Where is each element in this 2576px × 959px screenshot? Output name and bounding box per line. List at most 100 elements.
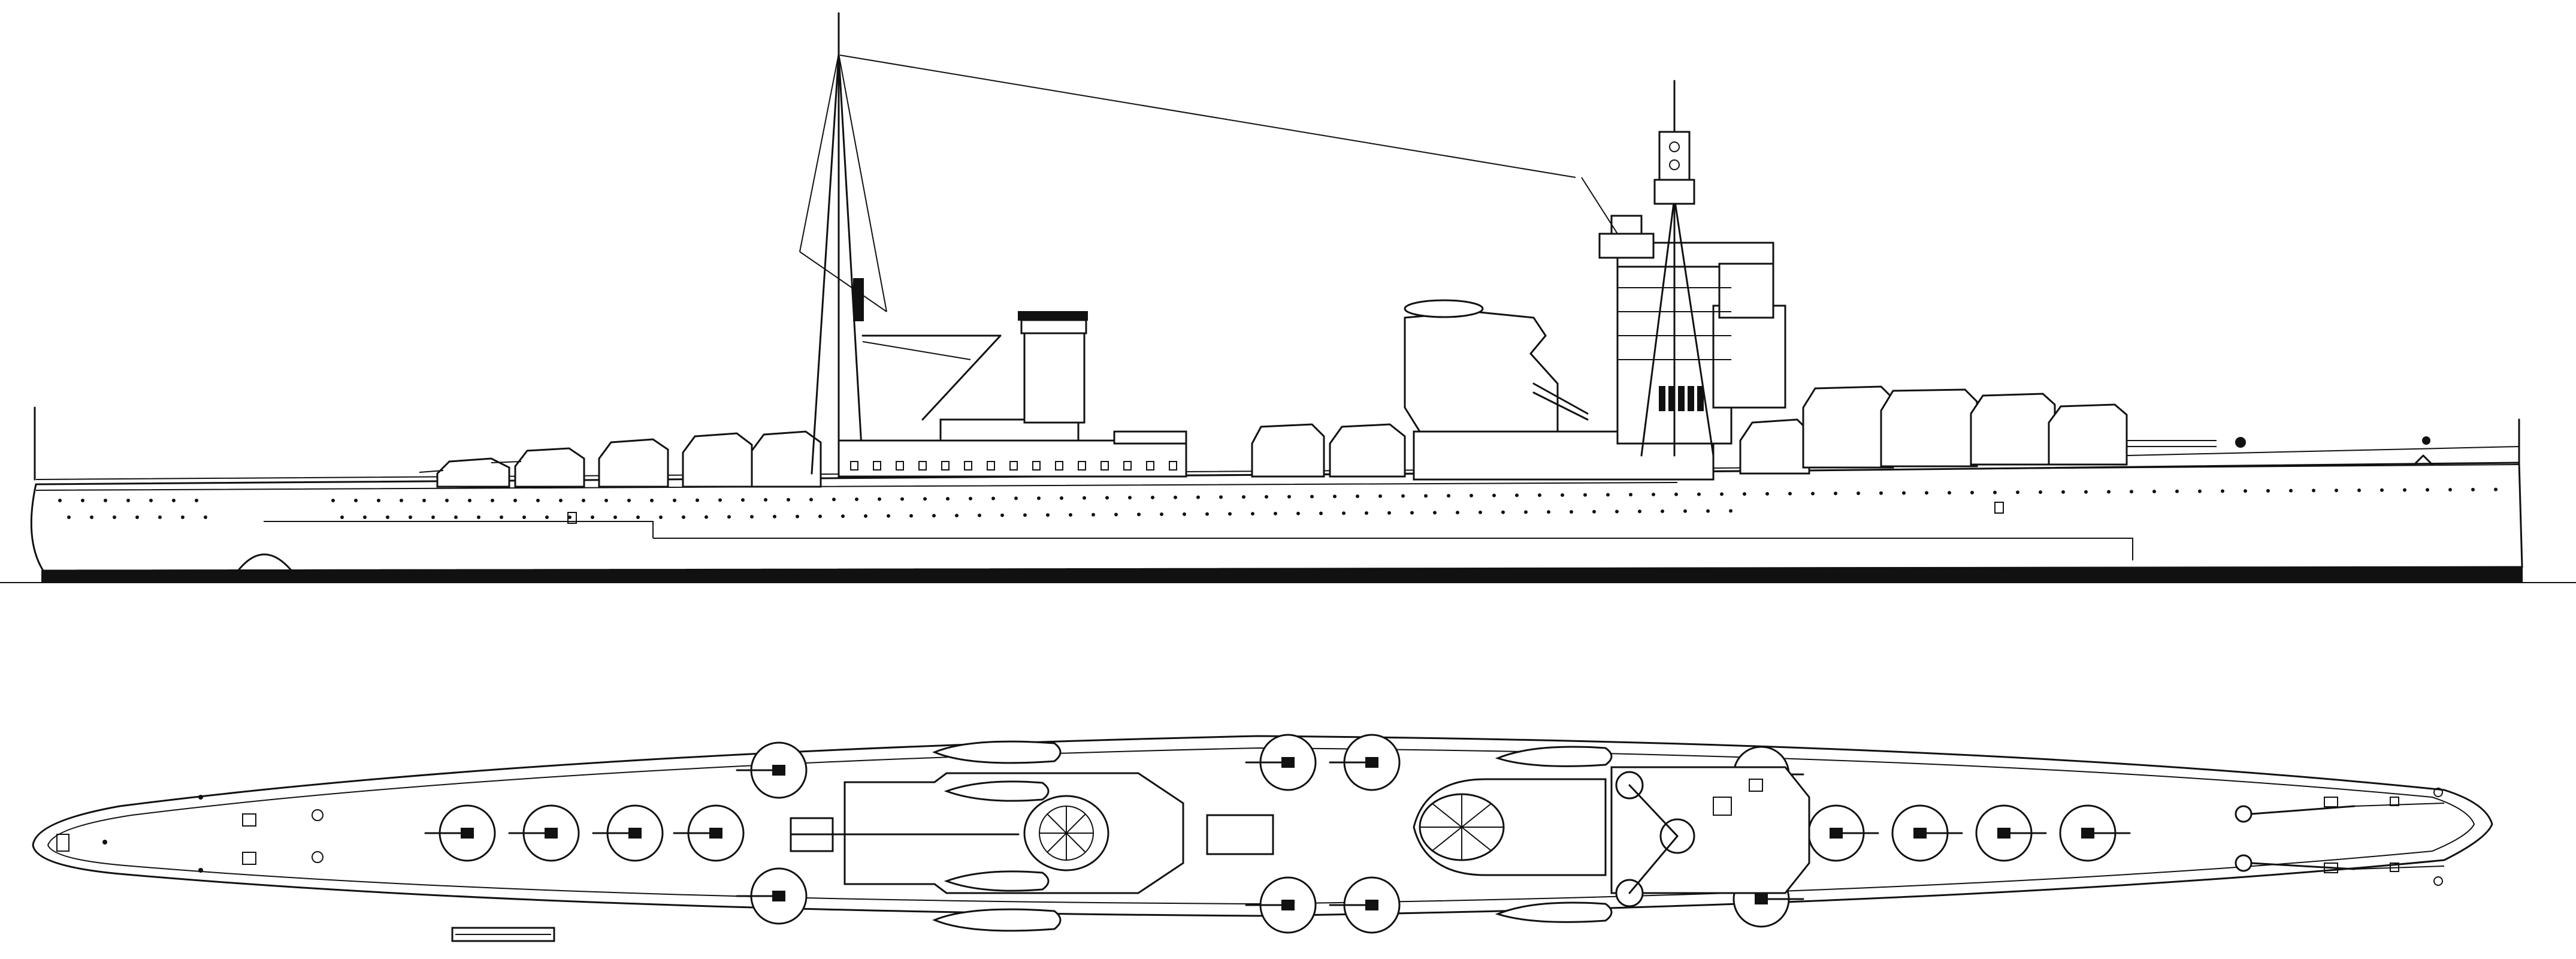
hull-hatch [1994,502,2004,514]
porthole [135,515,139,519]
porthole [650,499,654,502]
porthole [1547,510,1550,514]
porthole [1387,511,1391,515]
porthole [1811,491,1815,496]
porthole [1296,511,1300,515]
fore-mast [1581,80,1715,457]
porthole [1000,513,1004,517]
turret-hatch [1281,900,1295,910]
porthole [1720,492,1724,496]
porthole [991,496,995,500]
porthole [500,515,503,519]
deck-inner-line [47,747,2475,905]
porthole [445,499,449,502]
porthole [204,515,207,519]
window [1078,461,1086,471]
porthole [1365,511,1368,515]
porthole [58,499,62,502]
hull-hatch [567,512,577,524]
porthole [1638,509,1641,514]
porthole [1378,494,1382,498]
porthole [2244,489,2247,493]
porthole [1561,493,1564,497]
porthole [978,513,981,517]
porthole [1492,493,1496,497]
porthole [1683,509,1687,513]
porthole [2175,489,2179,493]
window [941,461,950,471]
porthole [1879,491,1883,495]
porthole [659,515,663,519]
porthole [1251,512,1254,516]
porthole [2084,490,2088,494]
armor-belt [264,521,2133,560]
porthole [1160,512,1163,517]
bow-details [2126,418,2520,466]
porthole [955,514,959,518]
profile-view [0,12,2576,583]
porthole [1083,496,1086,500]
turret-hatch [1365,900,1378,910]
porthole [1069,512,1072,517]
porthole [2016,490,2019,494]
porthole [468,499,471,502]
window [987,461,995,471]
turret-hatch [1755,894,1768,904]
porthole [172,499,176,502]
porthole [2494,487,2498,491]
porthole [1788,491,1792,496]
porthole [809,497,813,502]
porthole [1479,510,1482,514]
porthole [2335,488,2338,493]
porthole [1834,491,1837,496]
midship-hatch [1206,814,1274,855]
porthole [1538,493,1541,497]
porthole [1128,496,1132,500]
bridge-window [1678,386,1685,411]
porthole [2289,488,2293,493]
turret-hatch [1830,828,1843,839]
propeller-guard [229,553,301,583]
porthole [2039,490,2042,494]
porthole [1060,496,1063,500]
porthole [2426,488,2429,492]
bridge-window [1659,386,1665,411]
porthole [705,515,708,519]
porthole [855,497,858,502]
porthole [750,515,754,519]
porthole [2107,490,2111,494]
porthole [1970,490,1974,494]
porthole [568,515,572,519]
porthole [796,514,799,518]
rear-deckhouse [790,772,1184,894]
window [1032,461,1041,471]
porthole [545,515,549,519]
porthole [1948,491,1951,495]
porthole [1470,493,1473,497]
porthole [536,499,540,502]
porthole [1652,493,1655,497]
porthole [1342,511,1346,515]
porthole [340,515,344,519]
porthole [1424,494,1428,498]
porthole [764,497,767,502]
hull [30,462,2523,572]
porthole [1661,509,1664,514]
window [1169,461,1177,471]
porthole [1105,496,1109,500]
window [1100,461,1109,471]
porthole [409,515,412,519]
porthole [1993,490,1997,494]
turret-hatch [772,891,785,901]
porthole [195,499,198,502]
porthole [787,497,790,502]
porthole [673,498,676,502]
porthole [1319,511,1323,515]
porthole [1023,513,1027,517]
window [918,461,927,471]
porthole [946,497,950,501]
porthole [727,515,731,519]
porthole [1310,494,1314,499]
porthole [2380,488,2384,492]
